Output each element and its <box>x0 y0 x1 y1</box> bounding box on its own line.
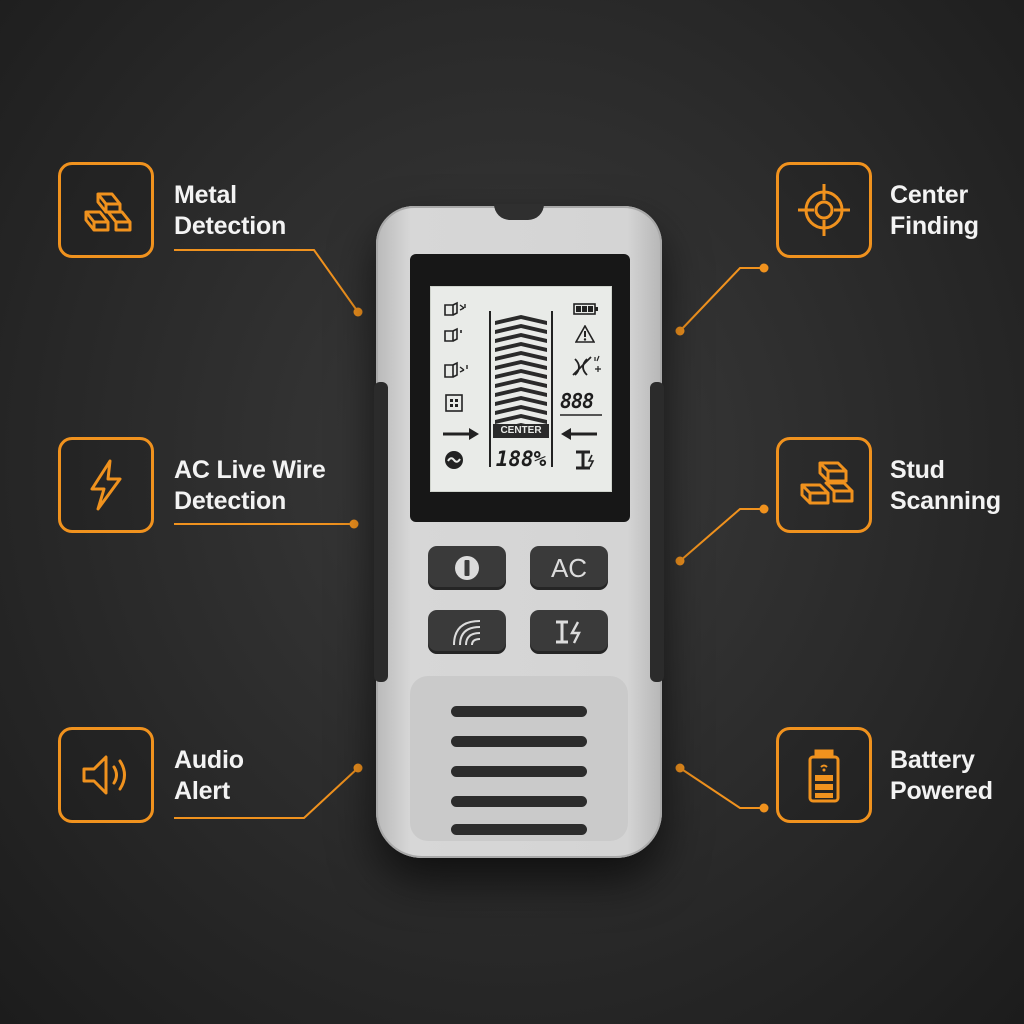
lcd-deep-mode-icon <box>444 361 468 378</box>
stud-scanning-label: Stud Scanning <box>890 456 1001 515</box>
signal-chevron <box>495 414 547 424</box>
lcd-left-arrow-icon <box>443 428 479 440</box>
speaker-slot <box>451 706 587 717</box>
speaker-grille-panel <box>410 676 628 841</box>
metal-bars-icon <box>58 162 154 258</box>
lcd-digit-readout: 888 <box>560 389 594 413</box>
mode-button[interactable] <box>530 610 608 654</box>
lcd-right-arrow-icon <box>561 428 597 440</box>
crosshair-icon <box>776 162 872 258</box>
lcd-percent-readout: 188% <box>495 447 547 471</box>
speaker-slot <box>451 824 587 835</box>
battery-icon <box>776 727 872 823</box>
lcd-wall-icon <box>445 394 463 412</box>
lcd-ac-wave-icon <box>445 451 463 469</box>
lcd-warning-icon <box>575 325 595 343</box>
stud-finder-device: CENTER 188% 888 <box>374 204 664 858</box>
ac-button-label: AC <box>550 552 588 583</box>
power-icon <box>455 556 479 580</box>
signal-chevron <box>495 324 547 334</box>
screen-bezel: CENTER 188% 888 <box>410 254 630 522</box>
metal-detection-label: Metal Detection <box>174 181 287 240</box>
lcd-center-label: CENTER <box>493 424 549 438</box>
lcd-calibrate-icon <box>572 355 601 376</box>
signal-chevron <box>495 315 547 325</box>
device-top-notch <box>494 204 544 220</box>
speaker-icon <box>58 727 154 823</box>
audio-alert-label: Audio Alert <box>174 746 244 805</box>
lcd-stud-ac-icon <box>576 450 595 470</box>
lcd-readout-underline <box>560 414 602 416</box>
signal-chevron <box>495 396 547 406</box>
signal-chevron <box>495 351 547 361</box>
lcd-signal-bar <box>489 311 553 467</box>
ac-live-wire-label: AC Live Wire Detection <box>174 456 326 515</box>
scan-button[interactable] <box>428 610 506 654</box>
scan-waves-icon <box>453 620 481 646</box>
wood-studs-icon <box>776 437 872 533</box>
right-grip <box>650 382 664 682</box>
signal-chevron <box>495 342 547 352</box>
signal-chevron <box>495 387 547 397</box>
lcd-metal-mode-icon <box>444 301 466 316</box>
signal-chevron <box>495 405 547 415</box>
speaker-slot <box>451 796 587 807</box>
signal-chevron <box>495 333 547 343</box>
battery-powered-label: Battery Powered <box>890 746 993 805</box>
signal-chevron <box>495 378 547 388</box>
power-button[interactable] <box>428 546 506 590</box>
speaker-slot <box>451 766 587 777</box>
lcd-battery-icon <box>573 303 598 315</box>
signal-chevron <box>495 369 547 379</box>
left-grip <box>374 382 388 682</box>
stud-ac-mode-icon <box>556 620 581 644</box>
center-finding-label: Center Finding <box>890 181 979 240</box>
lcd-wood-mode-icon <box>444 327 462 342</box>
ac-button[interactable]: AC <box>530 546 608 590</box>
speaker-slot <box>451 736 587 747</box>
signal-chevron <box>495 360 547 370</box>
lcd-display: CENTER 188% 888 <box>430 286 612 492</box>
lightning-bolt-icon <box>58 437 154 533</box>
